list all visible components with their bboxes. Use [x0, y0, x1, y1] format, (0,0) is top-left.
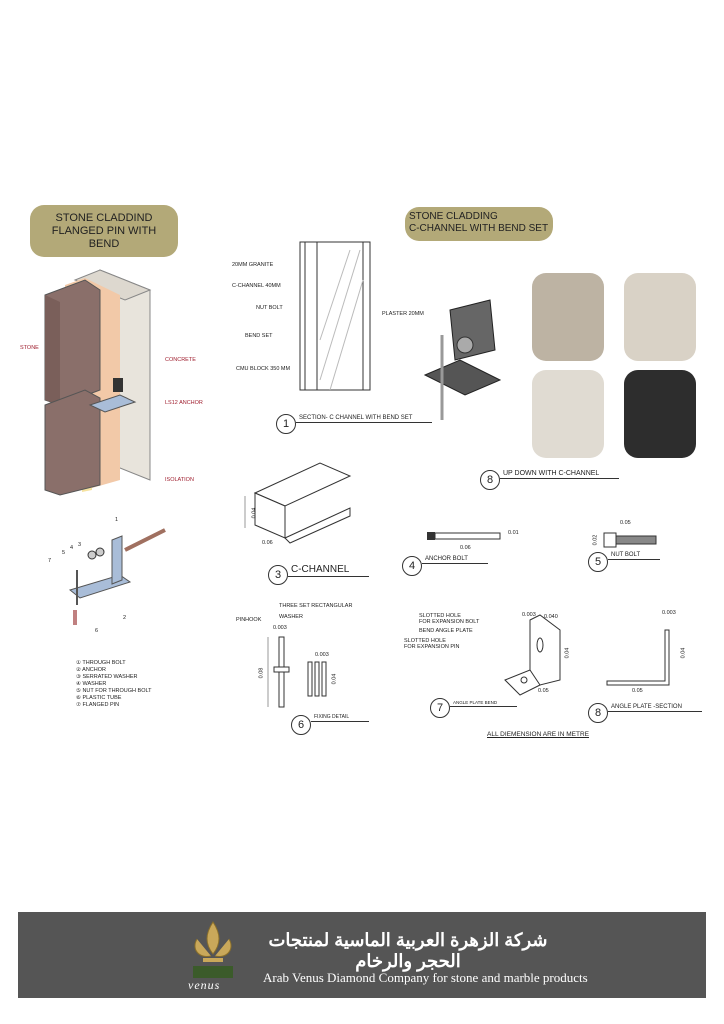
angle-plate-drawing: [504, 614, 561, 696]
legend-item: ④ WASHER: [76, 681, 107, 687]
anchor-label: LS12 ANCHOR: [165, 400, 203, 406]
detail-caption: ANCHOR BOLT: [422, 556, 488, 564]
detail-number: 6: [291, 715, 311, 735]
callout-1: 1: [115, 517, 119, 523]
section-drawing: [299, 241, 371, 391]
dimension: 0.06: [460, 545, 471, 551]
legend-item: ① THROUGH BOLT: [76, 660, 126, 666]
isometric-cladding-drawing: [44, 269, 152, 496]
logo-text: venus: [188, 978, 221, 992]
callout-7: 7: [48, 558, 52, 564]
left-title-box: STONE CLADDIND FLANGED PIN WITH BEND: [30, 205, 178, 257]
dimension: 0.01: [508, 530, 519, 536]
concrete-label: CONCRETE: [165, 357, 196, 363]
detail-number: 8: [588, 703, 608, 723]
detail-caption: FIXING DETAIL: [311, 714, 370, 722]
title-line: STONE CLADDIND: [55, 212, 153, 224]
fixing-label: THREE SET RECTANGULAR: [279, 603, 353, 609]
callout-2: 2: [123, 615, 127, 621]
title-line: STONE CLADDING: [409, 211, 498, 222]
fixing-detail-drawing: [267, 636, 327, 708]
angle-section-drawing: [606, 629, 670, 686]
angle-plate-labels: SLOTTED HOLE FOR EXPANSION BOLT BEND ANG…: [404, 613, 479, 650]
dimension: 0.04: [251, 507, 258, 519]
photo-bracket-1: [532, 273, 604, 361]
dimension: 0.040: [544, 614, 558, 620]
detail-caption: ANGLE PLATE -SECTION: [608, 704, 702, 712]
right-title-box: STONE CLADDING C-CHANNEL WITH BEND SET: [405, 207, 553, 241]
fixing-label: WASHER: [279, 614, 303, 620]
callout-4: 4: [70, 545, 74, 551]
legend-item: ⑦ FLANGED PIN: [76, 702, 120, 708]
fixing-label: PINHOOK: [236, 617, 262, 623]
legend-item: ③ SERRATED WASHER: [76, 674, 138, 680]
angle-label: SLOTTED HOLE: [404, 638, 446, 644]
dimension: 0.003: [522, 612, 536, 618]
angle-label: FOR EXPANSION PIN: [404, 644, 460, 650]
dimension: 0.04: [331, 673, 338, 685]
detail-caption: NUT BOLT: [608, 552, 661, 560]
anchor-bolt-drawing: [427, 532, 501, 540]
detail-number: 7: [430, 698, 450, 718]
detail-number: 1: [276, 414, 296, 434]
detail-number: 5: [588, 552, 608, 572]
callout-6: 6: [95, 628, 99, 634]
exploded-anchor-drawing: [68, 528, 166, 625]
legend-item: ⑤ NUT FOR THROUGH BOLT: [76, 688, 152, 694]
units-note: ALL DIEMENSION ARE IN METRE: [487, 731, 589, 738]
title-line: FLANGED PIN WITH BEND: [51, 225, 157, 250]
nut-bolt-drawing: [603, 532, 657, 548]
detail-caption: SECTION- C CHANNEL WITH BEND SET: [296, 415, 433, 423]
section-label: CMU BLOCK 350 MM: [236, 366, 291, 372]
legend-item: ⑥ PLASTIC TUBE: [76, 695, 122, 701]
dimension: 0.003: [273, 625, 287, 631]
photo-bracket-2: [624, 273, 696, 361]
callout-3: 3: [78, 542, 82, 548]
company-footer: venus شركة الزهرة العربية الماسية لمنتجا…: [18, 912, 706, 998]
dimension: 0.003: [662, 610, 676, 616]
detail-caption: UP DOWN WITH C-CHANNEL: [500, 470, 620, 479]
angle-label: FOR EXPANSION BOLT: [419, 619, 480, 625]
parts-legend: ① THROUGH BOLT ② ANCHOR ③ SERRATED WASHE…: [76, 660, 152, 709]
detail-caption: C-CHANNEL: [288, 564, 370, 577]
section-label: C-CHANNEL 40MM: [232, 283, 281, 289]
section-label: 20MM GRANITE: [232, 262, 274, 268]
dimension: 0.05: [538, 688, 549, 694]
stone-label: STONE: [20, 345, 39, 351]
dimension: 0.05: [632, 688, 643, 694]
photo-bracket-3: [532, 370, 604, 458]
angle-label: BEND ANGLE PLATE: [419, 628, 473, 634]
section-label: BEND SET: [245, 333, 273, 339]
dimension: 0.05: [620, 520, 631, 526]
detail-number: 3: [268, 565, 288, 585]
isolation-label: ISOLATION: [165, 477, 194, 483]
section-label: NUT BOLT: [256, 305, 283, 311]
company-name-english: Arab Venus Diamond Company for stone and…: [263, 970, 588, 985]
detail-caption: ANGLE PLATE BEND: [450, 700, 518, 707]
angle-label: SLOTTED HOLE: [419, 613, 461, 619]
dimension: 0.06: [262, 540, 273, 546]
plaster-label: PLASTER 20MM: [382, 311, 424, 317]
title-line: C-CHANNEL WITH BEND SET: [409, 223, 549, 234]
c-channel-drawing: [244, 462, 352, 544]
venus-logo-icon: [193, 921, 233, 978]
detail-number: 8: [480, 470, 500, 490]
company-name-arabic: شركة الزهرة العربية الماسية لمنتجات الحج…: [268, 930, 548, 971]
callout-5: 5: [62, 550, 66, 556]
dimension: 0.02: [592, 534, 599, 546]
bend-set-drawing: [423, 299, 502, 420]
photo-bracket-4: [624, 370, 696, 458]
detail-number: 4: [402, 556, 422, 576]
dimension: 0.04: [564, 647, 571, 659]
legend-item: ② ANCHOR: [76, 667, 106, 673]
dimension: 0.003: [315, 652, 329, 658]
dimension: 0.04: [680, 647, 687, 659]
